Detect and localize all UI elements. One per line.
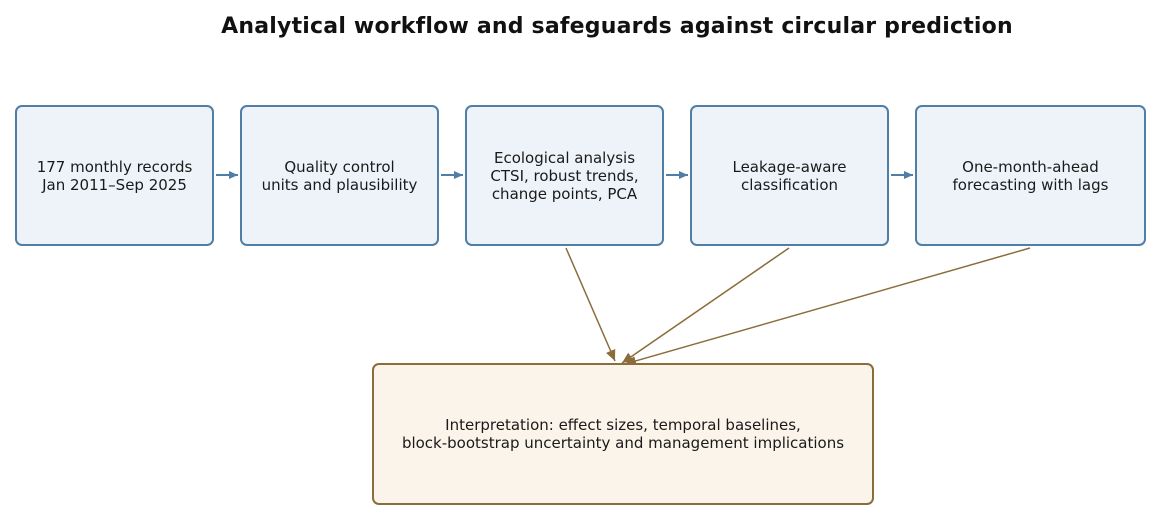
arrow-step4-to-interpretation [621, 247, 790, 364]
step-text-line: One-month-ahead [962, 157, 1099, 176]
step-box-data-records: 177 monthly records Jan 2011–Sep 2025 [15, 105, 214, 246]
step-text-line: change points, PCA [491, 184, 638, 203]
step-text-line: 177 monthly records [36, 157, 193, 176]
step-text-line: forecasting with lags [952, 175, 1109, 194]
interpretation-box: Interpretation: effect sizes, temporal b… [372, 363, 874, 505]
diagram-title: Analytical workflow and safeguards again… [221, 14, 1013, 39]
step-text-line: CTSI, robust trends, [490, 166, 639, 185]
arrow-step5-to-interpretation [624, 247, 1031, 366]
step-text-line: units and plausibility [261, 175, 418, 194]
interpretation-text-line: block-bootstrap uncertainty and manageme… [401, 434, 845, 452]
step-text-line: Leakage-aware [732, 157, 847, 176]
step-text-line: Ecological analysis [493, 148, 636, 167]
arrow-step3-to-interpretation [565, 247, 616, 362]
step-box-quality-control: Quality control units and plausibility [240, 105, 439, 246]
interpretation-text-line: Interpretation: effect sizes, temporal b… [445, 416, 801, 434]
step-text-line: Quality control [284, 157, 395, 176]
step-box-classification: Leakage-aware classification [690, 105, 889, 246]
step-box-ecological-analysis: Ecological analysis CTSI, robust trends,… [465, 105, 664, 246]
step-box-forecasting: One-month-ahead forecasting with lags [915, 105, 1146, 246]
step-text-line: Jan 2011–Sep 2025 [42, 175, 187, 194]
step-text-line: classification [740, 175, 839, 194]
